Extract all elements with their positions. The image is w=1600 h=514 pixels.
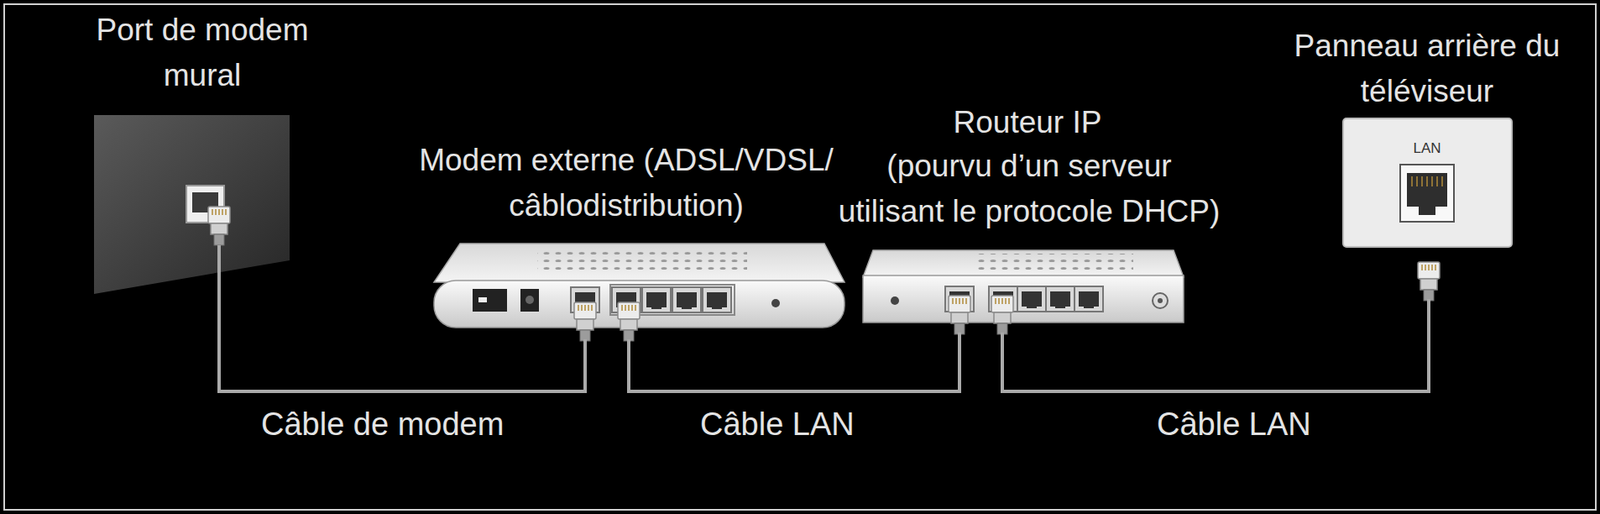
cable-line bbox=[219, 293, 586, 392]
port-label: LAN bbox=[1376, 140, 1478, 157]
router-note: (pourvu d’un serveur utilisant le protoc… bbox=[789, 143, 1269, 235]
device-node: Port de modem mural bbox=[94, 7, 290, 294]
cable-label: Câble LAN bbox=[1151, 404, 1317, 444]
cable-label: Câble de modem bbox=[256, 404, 509, 444]
modem-heading: Modem externe (ADSL/VDSL/ câblodistribut… bbox=[391, 137, 862, 229]
device-node: Panneau arrière du téléviseurLAN bbox=[1267, 23, 1587, 313]
cable-line bbox=[628, 352, 960, 392]
cable-label: Câble LAN bbox=[695, 404, 860, 444]
tv-panel-heading: Panneau arrière du téléviseur bbox=[1267, 23, 1587, 115]
device-node: Routeur IP(pourvu d’un serveur utilisant… bbox=[862, 99, 1184, 353]
router-heading: Routeur IP bbox=[851, 99, 1204, 146]
device-node: Modem externe (ADSL/VDSL/ câblodistribut… bbox=[433, 137, 845, 353]
wall-port-heading: Port de modem mural bbox=[63, 7, 341, 99]
cable-line bbox=[1002, 312, 1429, 392]
